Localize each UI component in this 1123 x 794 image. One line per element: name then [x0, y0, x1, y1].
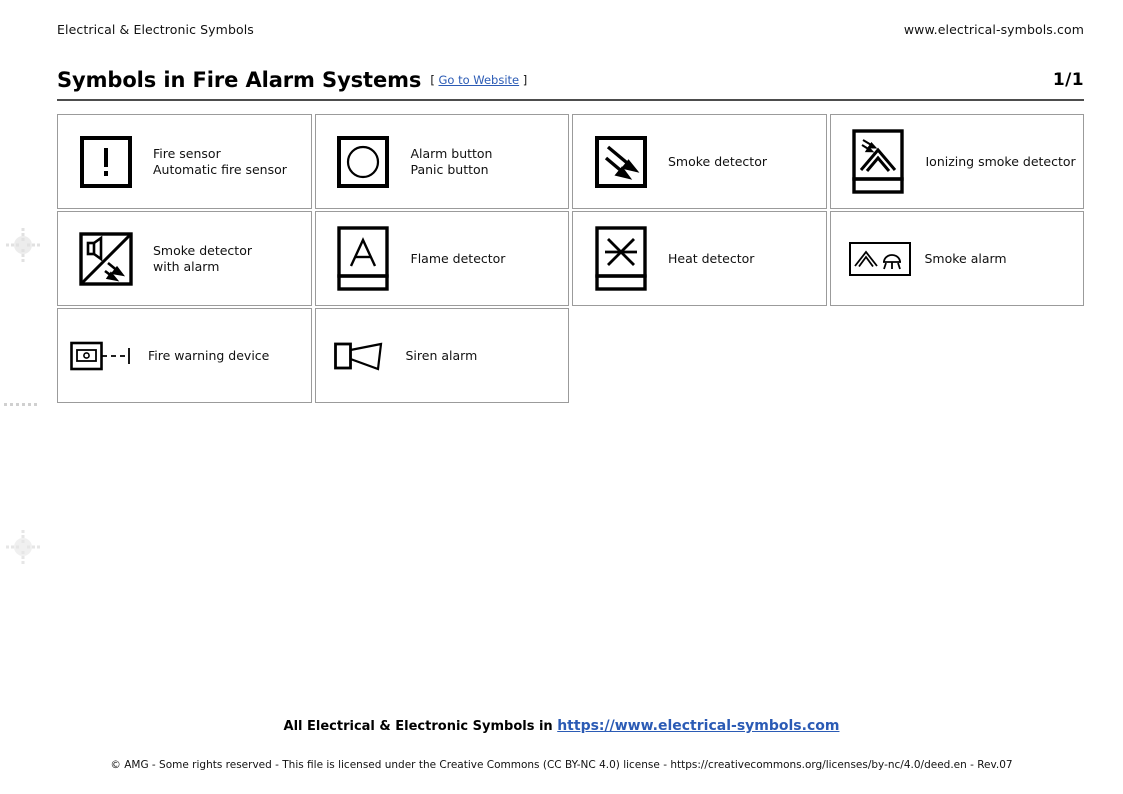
crop-dotted-line — [4, 393, 40, 412]
fire-sensor-icon — [58, 114, 153, 209]
flame-detector-icon — [316, 211, 411, 306]
go-to-website-link-wrapper: [ Go to Website ] — [430, 73, 527, 87]
page-title: Symbols in Fire Alarm Systems — [57, 68, 422, 92]
page-number: 1/1 — [1052, 70, 1084, 90]
symbol-card-heat-detector[interactable]: Heat detector — [572, 211, 827, 306]
smoke-alarm-icon — [831, 211, 925, 306]
symbol-label: Alarm button Panic button — [410, 146, 493, 177]
alarm-button-icon — [316, 114, 411, 209]
symbol-card-flame-detector[interactable]: Flame detector — [314, 211, 569, 306]
heat-detector-icon — [573, 211, 668, 306]
symbol-label: Smoke detector — [668, 153, 767, 169]
symbol-label: Heat detector — [668, 250, 755, 266]
symbol-grid: Fire sensor Automatic fire sensor Alarm … — [57, 114, 1087, 405]
fire-warning-device-icon — [58, 308, 148, 403]
footer-license-text: © AMG - Some rights reserved - This file… — [110, 759, 1013, 771]
empty-grid-space — [572, 308, 1087, 405]
bracket-open: [ — [430, 73, 435, 87]
site-name: Electrical & Electronic Symbols — [57, 22, 254, 37]
symbol-card-fire-warning-device[interactable]: Fire warning device — [57, 308, 312, 403]
footer-lead-text: All Electrical & Electronic Symbols in — [283, 719, 558, 734]
symbol-label: Fire sensor Automatic fire sensor — [153, 146, 287, 177]
symbol-row-1: Fire sensor Automatic fire sensor Alarm … — [57, 114, 1087, 211]
symbol-card-smoke-alarm[interactable]: Smoke alarm — [829, 211, 1084, 306]
title-rule — [57, 99, 1084, 101]
symbol-row-2: Smoke detector with alarm Flame detector — [57, 211, 1087, 308]
smoke-detector-icon — [573, 114, 668, 209]
registration-mark-bottom — [6, 530, 40, 564]
symbol-label: Smoke detector with alarm — [153, 243, 252, 274]
symbol-card-smoke-detector[interactable]: Smoke detector — [572, 114, 827, 209]
symbol-label: Siren alarm — [405, 347, 478, 363]
site-url: www.electrical-symbols.com — [903, 22, 1084, 37]
ionizing-smoke-detector-icon — [831, 114, 926, 209]
symbol-label: Fire warning device — [148, 347, 270, 363]
symbol-card-alarm-button[interactable]: Alarm button Panic button — [314, 114, 569, 209]
footer-site-link[interactable]: https://www.electrical-symbols.com — [557, 718, 840, 734]
symbol-label: Flame detector — [410, 250, 506, 266]
symbol-label: Ionizing smoke detector — [925, 153, 1076, 169]
symbol-card-ionizing-smoke-detector[interactable]: Ionizing smoke detector — [829, 114, 1084, 209]
footer-line-1: All Electrical & Electronic Symbols in h… — [0, 718, 1123, 734]
symbol-row-3: Fire warning device Siren alarm — [57, 308, 1087, 405]
title-row: Symbols in Fire Alarm Systems [ Go to Web… — [57, 68, 1084, 98]
bracket-close: ] — [522, 73, 528, 87]
siren-alarm-icon — [316, 308, 406, 403]
symbol-card-smoke-detector-with-alarm[interactable]: Smoke detector with alarm — [57, 211, 312, 306]
symbol-label: Smoke alarm — [924, 250, 1007, 266]
registration-mark-top — [6, 228, 40, 262]
smoke-detector-with-alarm-icon — [58, 211, 153, 306]
symbol-card-fire-sensor[interactable]: Fire sensor Automatic fire sensor — [57, 114, 312, 209]
go-to-website-link[interactable]: Go to Website — [438, 73, 520, 87]
symbol-card-siren-alarm[interactable]: Siren alarm — [314, 308, 569, 403]
